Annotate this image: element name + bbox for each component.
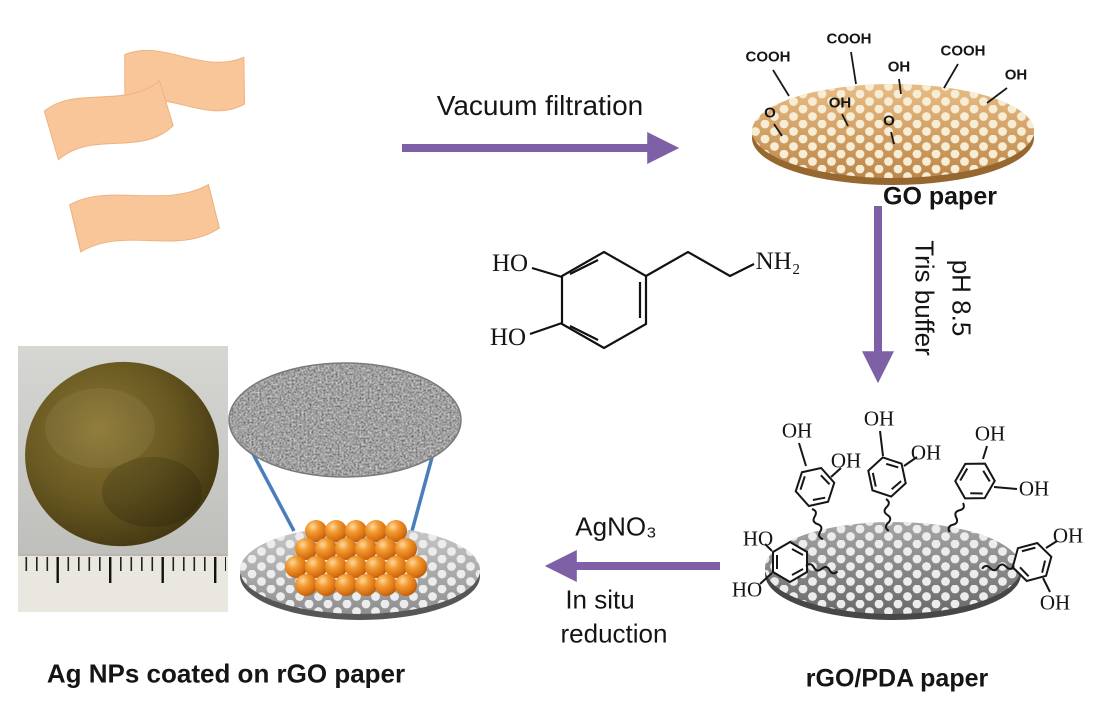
catechol-ring: [865, 452, 909, 502]
rgo-disc-honeycomb: [765, 522, 1021, 614]
catechol-ring: [949, 454, 1001, 508]
photo-shadow: [102, 457, 202, 527]
go-disc-honeycomb: [752, 84, 1034, 178]
ag-nanoparticles: [285, 520, 427, 596]
zoom-connector-line: [410, 449, 436, 532]
zoom-connector-line: [250, 451, 296, 532]
zoom-speckle-texture: [229, 363, 461, 477]
catechol-rings: [759, 430, 1058, 593]
photo-highlight: [45, 388, 155, 468]
photo-rgo-paper: [18, 346, 228, 612]
dopamine-bonds: [529, 250, 755, 336]
sem-zoom-view: [228, 362, 462, 532]
zoom-ellipse-outline: [228, 362, 462, 478]
go-flake: [41, 79, 177, 162]
ag-nps-disc: [240, 520, 480, 620]
ruler-major-ticks: [20, 557, 226, 583]
catechol-ring: [772, 541, 808, 583]
benzene-double-bonds: [569, 259, 642, 341]
hydroxyl-bond-stubs: [759, 430, 1058, 593]
rgo-pda-disc: [765, 522, 1021, 620]
dopamine-structure: [529, 250, 755, 350]
ruler-edge: [18, 554, 228, 556]
go-flake: [68, 183, 221, 253]
go-flakes: [41, 38, 253, 253]
catechol-ring: [791, 461, 839, 513]
go-paper-disc: [752, 51, 1034, 185]
paper-disc-photo: [25, 361, 219, 547]
benzene-ring: [560, 250, 648, 350]
go-functional-group-bonds: [772, 51, 1008, 145]
